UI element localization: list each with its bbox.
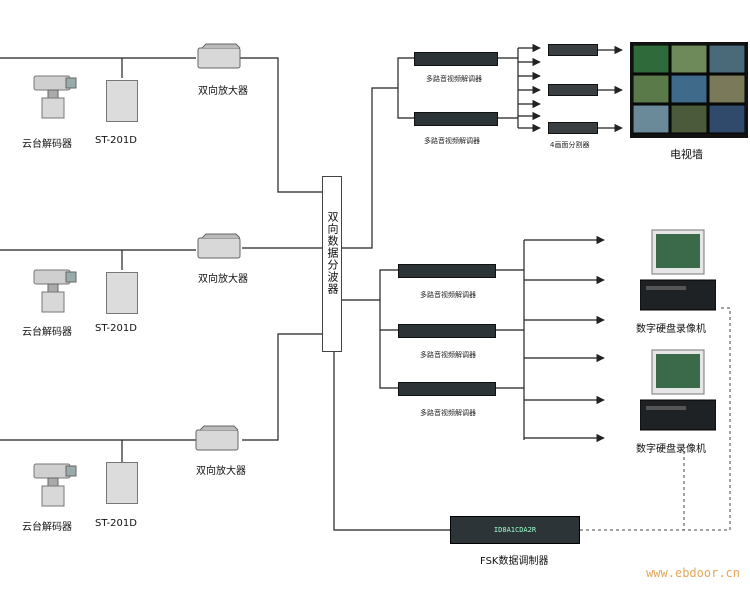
st201d-label: ST-201D	[95, 518, 137, 529]
av-demodulator-icon	[414, 52, 498, 66]
ptz-camera-icon	[30, 266, 80, 314]
splitter-label: 双向数据分波器	[326, 211, 339, 295]
ptz-decoder-label: 云台解码器	[22, 522, 72, 533]
av-demodulator-icon	[398, 324, 496, 338]
amplifier-label: 双向放大器	[198, 274, 248, 285]
demod-link-top	[397, 57, 414, 88]
amplifier-icon	[196, 42, 242, 72]
dvr-icon	[639, 228, 717, 312]
quad-splitter-icon	[548, 122, 598, 134]
dvr-label: 数字硬盘录像机	[636, 444, 706, 455]
tv-wall-label: 电视墙	[670, 148, 703, 161]
av-demodulator-label: 多路音视频解调器	[420, 291, 476, 299]
ptz-camera-icon	[30, 72, 80, 120]
bidirectional-splitter-box: 双向数据分波器	[322, 176, 342, 352]
fsk-modem-label: FSK数据调制器	[480, 556, 549, 567]
ptz-camera-icon	[30, 460, 80, 508]
amplifier-icon	[194, 424, 240, 454]
av-demodulator-label: 多路音视频解调器	[424, 137, 480, 145]
watermark: www.ebdoor.cn	[646, 566, 740, 580]
fsk-modem-icon: ID8A1CDA2R	[450, 516, 580, 544]
dvr-icon	[639, 348, 717, 432]
st201d-unit-icon	[106, 462, 138, 504]
av-demodulator-icon	[398, 382, 496, 396]
av-demodulator-icon	[398, 264, 496, 278]
ptz-decoder-label: 云台解码器	[22, 139, 72, 150]
amplifier-label: 双向放大器	[198, 86, 248, 97]
av-demodulator-label: 多路音视频解调器	[420, 409, 476, 417]
splitter-to-dvr	[342, 269, 398, 301]
fsk-to-dvr2	[580, 452, 685, 531]
dvr-label: 数字硬盘录像机	[636, 324, 706, 335]
splitter-to-fsk	[333, 352, 450, 531]
quad-splitter-icon	[548, 84, 598, 96]
amplifier-label: 双向放大器	[196, 466, 246, 477]
amplifier-icon	[196, 232, 242, 262]
fsk-panel-text: ID8A1CDA2R	[493, 526, 537, 534]
quad-splitter-label: 4画面分割器	[550, 141, 590, 149]
av-demodulator-label: 多路音视频解调器	[420, 351, 476, 359]
tv-wall-icon	[630, 42, 748, 138]
splitter-to-tvwall	[342, 87, 398, 249]
st201d-label: ST-201D	[95, 135, 137, 146]
av-demodulator-icon	[414, 112, 498, 126]
st201d-unit-icon	[106, 272, 138, 314]
amp-to-splitter-1	[240, 57, 322, 193]
ptz-decoder-label: 云台解码器	[22, 327, 72, 338]
demod-link-bottom	[397, 88, 414, 119]
st201d-unit-icon	[106, 80, 138, 122]
st201d-label: ST-201D	[95, 323, 137, 334]
quad-splitter-icon	[548, 44, 598, 56]
amp-to-splitter-3	[242, 333, 322, 441]
av-demodulator-label: 多路音视频解调器	[426, 75, 482, 83]
